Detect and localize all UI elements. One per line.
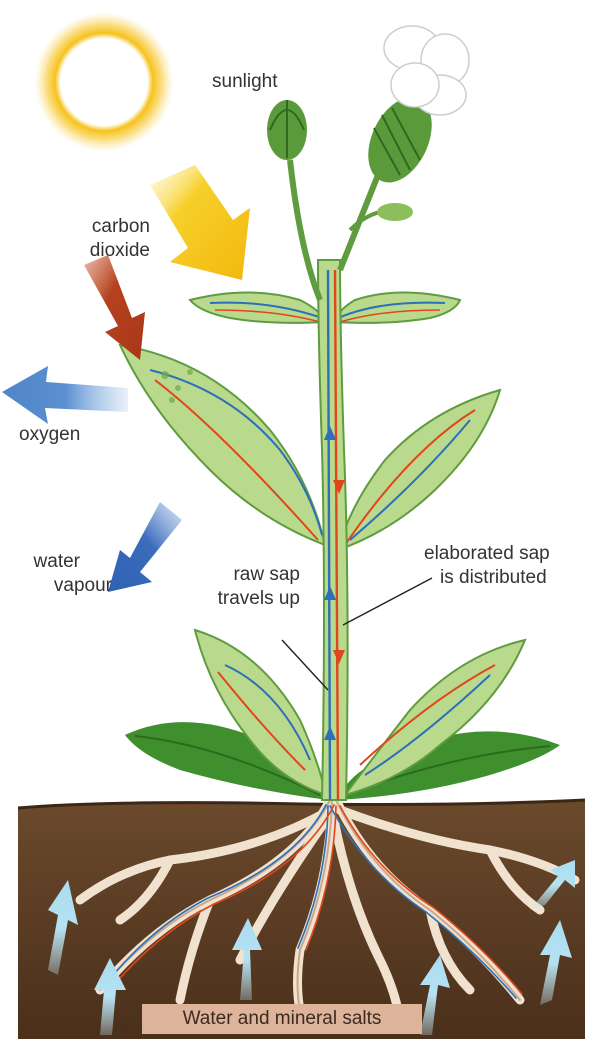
- elaborated-sap-label-line1: elaborated sap: [424, 542, 550, 566]
- white-flower-icon: [356, 26, 469, 193]
- water-vapour-arrow: [108, 502, 182, 592]
- raw-sap-label-line1: raw sap: [196, 563, 300, 587]
- oxygen-label: oxygen: [19, 423, 80, 447]
- carbon-dioxide-label-line2: dioxide: [58, 239, 150, 263]
- water-vapour-label-line1: water: [0, 550, 80, 574]
- carbon-dioxide-label-line1: carbon: [58, 215, 150, 239]
- sun-icon: [34, 12, 174, 152]
- water-minerals-label: Water and mineral salts: [142, 1004, 422, 1034]
- water-vapour-label-line2: vapour: [0, 574, 112, 598]
- elaborated-sap-label-line2: is distributed: [440, 566, 547, 590]
- carbon-dioxide-arrow: [84, 255, 145, 360]
- oxygen-arrow: [2, 366, 128, 424]
- raw-sap-label-line2: travels up: [196, 587, 300, 611]
- stem: [318, 260, 348, 800]
- label-leaders: [282, 578, 432, 690]
- flower-bud-icon: [267, 100, 307, 160]
- sunlight-label: sunlight: [212, 70, 278, 94]
- sunlight-arrow: [150, 165, 250, 280]
